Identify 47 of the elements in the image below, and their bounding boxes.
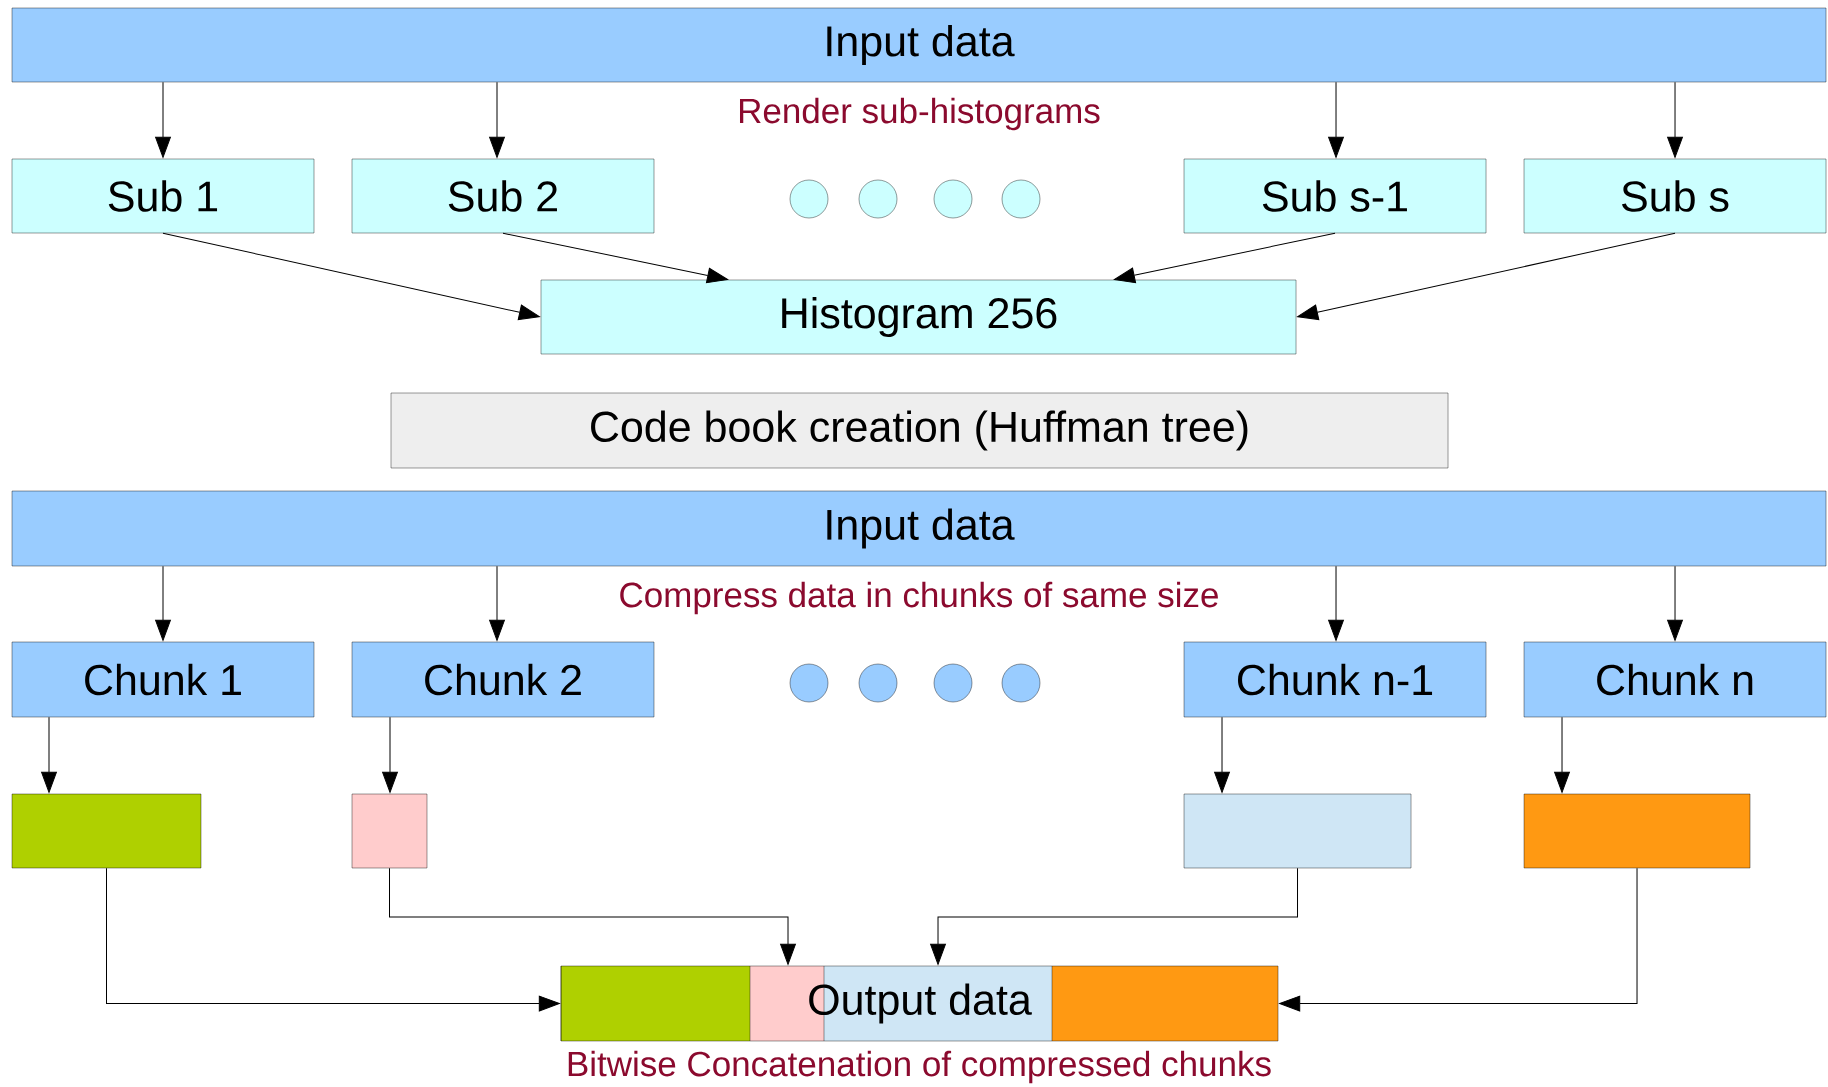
process-box: Sub 2	[351, 158, 655, 234]
arrow	[1328, 81, 1344, 158]
compressed-block	[1183, 793, 1412, 869]
arrow	[155, 565, 171, 641]
process-box: Code book creation (Huffman tree)	[390, 392, 1449, 469]
process-box: Histogram 256	[540, 279, 1297, 355]
chunk-box: Chunk 1	[11, 641, 315, 718]
input-bar: Input data	[11, 7, 1827, 83]
ellipsis-dot	[1001, 663, 1041, 703]
arrow	[1113, 232, 1336, 284]
arrow	[382, 716, 398, 793]
ellipsis-dot	[858, 663, 898, 703]
ellipsis-dot	[789, 663, 829, 703]
ellipsis-dot	[1001, 179, 1041, 219]
chunk-box: Chunk 2	[351, 641, 655, 718]
ellipsis-dot	[858, 179, 898, 219]
arrow	[489, 81, 505, 158]
ellipsis-dot	[933, 663, 973, 703]
arrow	[1554, 716, 1570, 793]
arrow	[1328, 565, 1344, 641]
step-caption: Compress data in chunks of same size	[620, 581, 1218, 615]
arrow	[389, 867, 796, 965]
compressed-block	[1523, 793, 1751, 869]
input-bar: Input data	[11, 490, 1827, 567]
process-box: Sub s-1	[1183, 158, 1487, 234]
process-box: Sub 1	[11, 158, 315, 234]
arrow	[155, 81, 171, 158]
ellipsis-dot	[789, 179, 829, 219]
arrow	[930, 867, 1298, 965]
arrow	[106, 867, 560, 1012]
compressed-block	[351, 793, 428, 869]
arrow	[489, 565, 505, 641]
arrow	[1214, 716, 1230, 793]
output-box: Output data	[560, 965, 1279, 1042]
arrow	[1279, 867, 1638, 1012]
arrow	[162, 232, 540, 321]
process-box: Sub s	[1523, 158, 1827, 234]
arrow	[1667, 81, 1683, 158]
arrow	[502, 232, 729, 284]
arrow	[1297, 232, 1676, 321]
ellipsis-dot	[933, 179, 973, 219]
chunk-box: Chunk n	[1523, 641, 1827, 718]
step-caption: Render sub-histograms	[740, 97, 1100, 131]
arrow	[41, 716, 57, 793]
compressed-block	[11, 793, 202, 869]
chunk-box: Chunk n-1	[1183, 641, 1487, 718]
arrow	[1667, 565, 1683, 641]
